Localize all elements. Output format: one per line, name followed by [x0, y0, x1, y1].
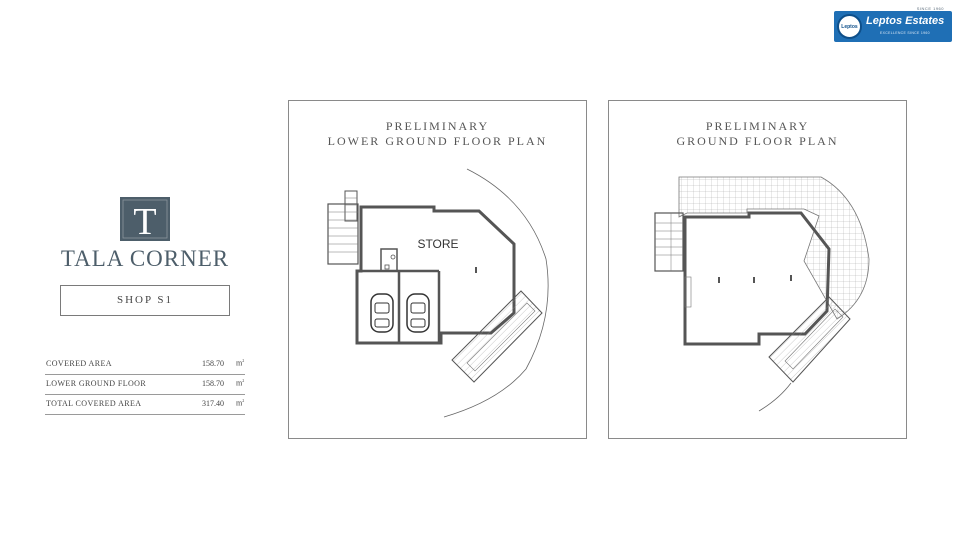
monogram-letter: T: [133, 201, 156, 241]
area-row: LOWER GROUND FLOOR 158.70 m2: [45, 375, 245, 395]
lower-ground-floor-plan: STORE: [327, 168, 549, 418]
monogram-icon: T: [120, 197, 170, 241]
plan-title-line1: PRELIMINARY: [705, 119, 810, 133]
lower-ground-plan-panel: PRELIMINARY LOWER GROUND FLOOR PLAN: [288, 100, 587, 439]
area-value: 317.40: [202, 399, 224, 408]
area-label: TOTAL COVERED AREA: [46, 399, 142, 408]
store-label: STORE: [417, 237, 458, 251]
car-icon: [406, 293, 430, 333]
brand-logo: SINCE 1960 Leptos Leptos Estates EXCELLE…: [834, 6, 952, 42]
area-value: 158.70: [202, 359, 224, 368]
site-boundary: [443, 168, 549, 418]
area-label: COVERED AREA: [46, 359, 112, 368]
area-unit: m2: [236, 398, 245, 408]
areas-table: COVERED AREA 158.70 m2 LOWER GROUND FLOO…: [45, 355, 245, 415]
area-value: 158.70: [202, 379, 224, 388]
column: [718, 277, 720, 283]
area-unit: m2: [236, 358, 245, 368]
plan-title-line2: GROUND FLOOR PLAN: [676, 134, 839, 148]
brand-name: Leptos Estates: [866, 15, 945, 27]
ramp-stairs: [768, 296, 851, 383]
project-name: TALA CORNER: [60, 246, 230, 271]
column: [475, 267, 477, 273]
unit-box: SHOP S1: [60, 285, 230, 316]
unit-label: SHOP S1: [116, 294, 174, 306]
window: [684, 276, 692, 308]
area-label: LOWER GROUND FLOOR: [46, 379, 147, 388]
ground-floor-plan: [654, 176, 870, 412]
site-boundary: [758, 382, 792, 412]
service-room: [380, 248, 398, 272]
area-row: COVERED AREA 158.70 m2: [45, 355, 245, 375]
stairs-icon: [327, 190, 359, 265]
column: [753, 277, 755, 283]
stairs-icon: [654, 212, 684, 272]
column: [790, 275, 792, 281]
brand-badge: Leptos Leptos Estates EXCELLENCE SINCE 1…: [834, 11, 952, 42]
leptos-logo-icon: Leptos: [837, 14, 862, 39]
area-row: TOTAL COVERED AREA 317.40 m2: [45, 395, 245, 415]
car-icon: [370, 293, 394, 333]
ground-plan-panel: PRELIMINARY GROUND FLOOR PLAN: [608, 100, 907, 439]
ramp-stairs: [451, 290, 543, 383]
brand-tagline: EXCELLENCE SINCE 1960: [880, 31, 930, 35]
terrace: [678, 176, 870, 320]
area-unit: m2: [236, 378, 245, 388]
brand-since-text: SINCE 1960: [916, 6, 944, 11]
plan-title-line2: LOWER GROUND FLOOR PLAN: [327, 134, 548, 148]
plan-title-line1: PRELIMINARY: [385, 119, 490, 133]
